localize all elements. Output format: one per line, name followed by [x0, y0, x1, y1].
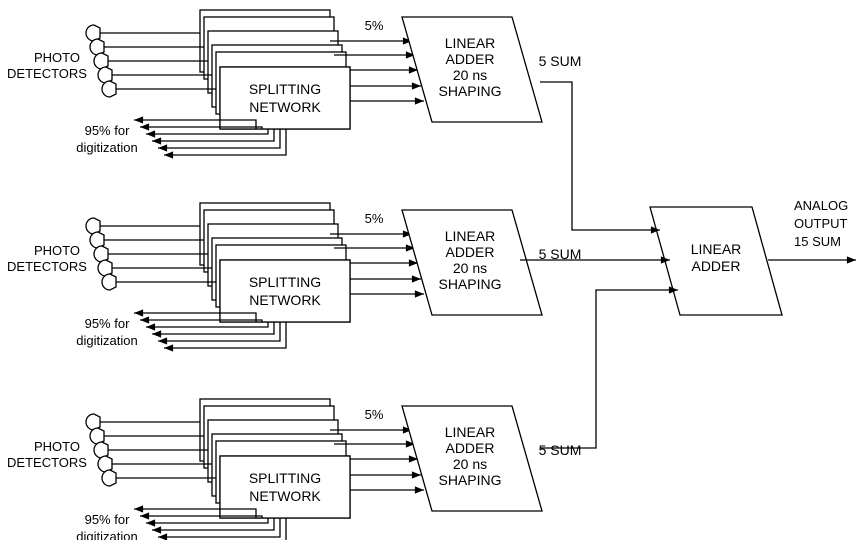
- adder-label-line-3: 20 ns: [453, 456, 487, 472]
- detector-label-line-1: PHOTO: [34, 50, 80, 65]
- digitization-arrow: [158, 129, 281, 152]
- final-adder-label-line-2: ADDER: [691, 258, 740, 274]
- sum-bus-3: [540, 286, 678, 449]
- digitization-arrow: [158, 518, 281, 540]
- output-label-line-1: ANALOG: [794, 198, 848, 213]
- splitting-network-box: [219, 455, 351, 519]
- digitization-arrow: [152, 129, 275, 145]
- photodetector-icon: [101, 469, 117, 487]
- digitization-arrow: [134, 116, 257, 129]
- digitization-arrow: [140, 512, 263, 520]
- linear-adder-shaping-box: [401, 16, 543, 123]
- linear-adder-shaping-box: [401, 405, 543, 512]
- output-label-line-3: 15 SUM: [794, 234, 841, 249]
- detector-label-line-2: DETECTORS: [7, 455, 87, 470]
- detector-label-line-1: PHOTO: [34, 439, 80, 454]
- digitization-arrow: [158, 322, 281, 345]
- final-linear-adder-box: [649, 206, 783, 316]
- adder-label-line-4: SHAPING: [438, 83, 501, 99]
- adder-label-line-1: LINEAR: [445, 228, 496, 244]
- splitting-network-box: [219, 259, 351, 323]
- adder-label-line-3: 20 ns: [453, 67, 487, 83]
- digitization-label-line-2: digitization: [76, 529, 137, 540]
- splitting-label-line-2: NETWORK: [249, 488, 321, 504]
- digitization-arrow: [146, 518, 269, 527]
- adder-label-line-2: ADDER: [445, 440, 494, 456]
- tap-label: 5%: [365, 407, 384, 422]
- digitization-label-line-2: digitization: [76, 140, 137, 155]
- sum-label: 5 SUM: [539, 442, 582, 458]
- output-label-line-2: OUTPUT: [794, 216, 848, 231]
- splitting-label-line-1: SPLITTING: [249, 274, 321, 290]
- digitization-arrow: [152, 518, 275, 534]
- adder-label-line-4: SHAPING: [438, 276, 501, 292]
- sum-label: 5 SUM: [539, 246, 582, 262]
- detector-label-line-1: PHOTO: [34, 243, 80, 258]
- splitting-network-box: [219, 66, 351, 130]
- adder-label-line-1: LINEAR: [445, 424, 496, 440]
- splitting-label-line-1: SPLITTING: [249, 81, 321, 97]
- photodetector-icon: [101, 273, 117, 291]
- adder-label-line-2: ADDER: [445, 51, 494, 67]
- photodetector-icon: [101, 80, 117, 98]
- linear-adder-shaping-box: [401, 209, 543, 316]
- digitization-arrow: [164, 322, 287, 352]
- adder-label-line-4: SHAPING: [438, 472, 501, 488]
- digitization-label-line-1: 95% for: [85, 123, 130, 138]
- digitization-arrow: [140, 123, 263, 131]
- digitization-arrow: [152, 322, 275, 338]
- splitting-label-line-1: SPLITTING: [249, 470, 321, 486]
- digitization-label-line-1: 95% for: [85, 512, 130, 527]
- sum-bus-1: [540, 81, 660, 234]
- final-adder-label-line-1: LINEAR: [691, 241, 742, 257]
- detector-label-line-2: DETECTORS: [7, 259, 87, 274]
- digitization-label-line-2: digitization: [76, 333, 137, 348]
- final-adder-group: LINEAR ADDER ANALOG OUTPUT 15 SUM: [649, 198, 856, 316]
- digitization-label-line-1: 95% for: [85, 316, 130, 331]
- adder-label-line-2: ADDER: [445, 244, 494, 260]
- splitting-label-line-2: NETWORK: [249, 99, 321, 115]
- sum-bus-lines: [520, 81, 678, 449]
- splitting-label-line-2: NETWORK: [249, 292, 321, 308]
- adder-label-line-3: 20 ns: [453, 260, 487, 276]
- stages-layer: SPLITTINGNETWORKPHOTODETECTORS5%LINEARAD…: [7, 9, 582, 540]
- digitization-arrow: [146, 322, 269, 331]
- digitization-arrow: [140, 316, 263, 324]
- tap-label: 5%: [365, 18, 384, 33]
- adder-label-line-1: LINEAR: [445, 35, 496, 51]
- digitization-arrow: [134, 505, 257, 518]
- digitization-arrow: [285, 518, 287, 540]
- detector-label-line-2: DETECTORS: [7, 66, 87, 81]
- digitization-arrow: [146, 129, 269, 138]
- tap-label: 5%: [365, 211, 384, 226]
- digitization-arrow: [134, 309, 257, 322]
- sum-label: 5 SUM: [539, 53, 582, 69]
- digitization-arrow: [164, 129, 287, 159]
